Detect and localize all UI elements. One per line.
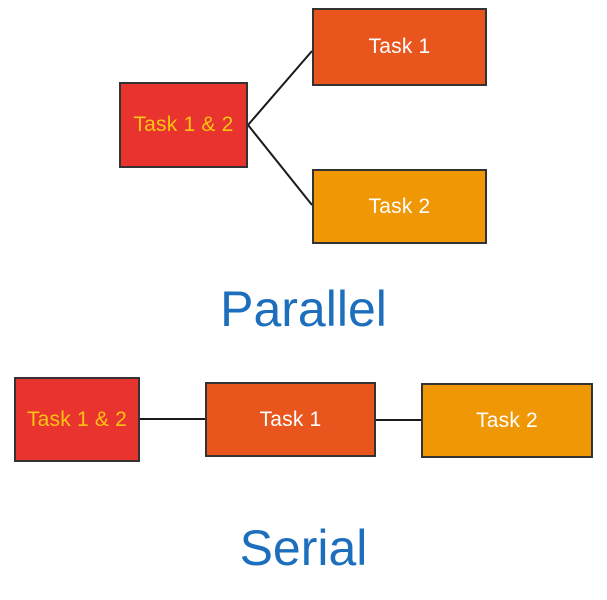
- serial-combined-task-box: Task 1 & 2: [14, 377, 140, 462]
- serial-task2-label: Task 2: [476, 408, 538, 432]
- serial-task1-box: Task 1: [205, 382, 376, 457]
- parallel-combined-task-label: Task 1 & 2: [133, 113, 234, 137]
- parallel-task2-box: Task 2: [312, 169, 487, 244]
- serial-task2-box: Task 2: [421, 383, 593, 458]
- serial-section-title: Serial: [239, 520, 368, 576]
- parallel-task1-box: Task 1: [312, 8, 487, 86]
- parallel-task2-label: Task 2: [368, 194, 431, 218]
- parallel-section-title: Parallel: [220, 281, 387, 337]
- serial-task1-label: Task 1: [259, 407, 322, 431]
- serial-combined-task-label: Task 1 & 2: [26, 407, 128, 431]
- connector-parallel-to-task2: [247, 124, 313, 206]
- connector-parallel-to-task1: [247, 50, 313, 126]
- parallel-task1-label: Task 1: [368, 35, 431, 59]
- parallel-combined-task-box: Task 1 & 2: [119, 82, 248, 168]
